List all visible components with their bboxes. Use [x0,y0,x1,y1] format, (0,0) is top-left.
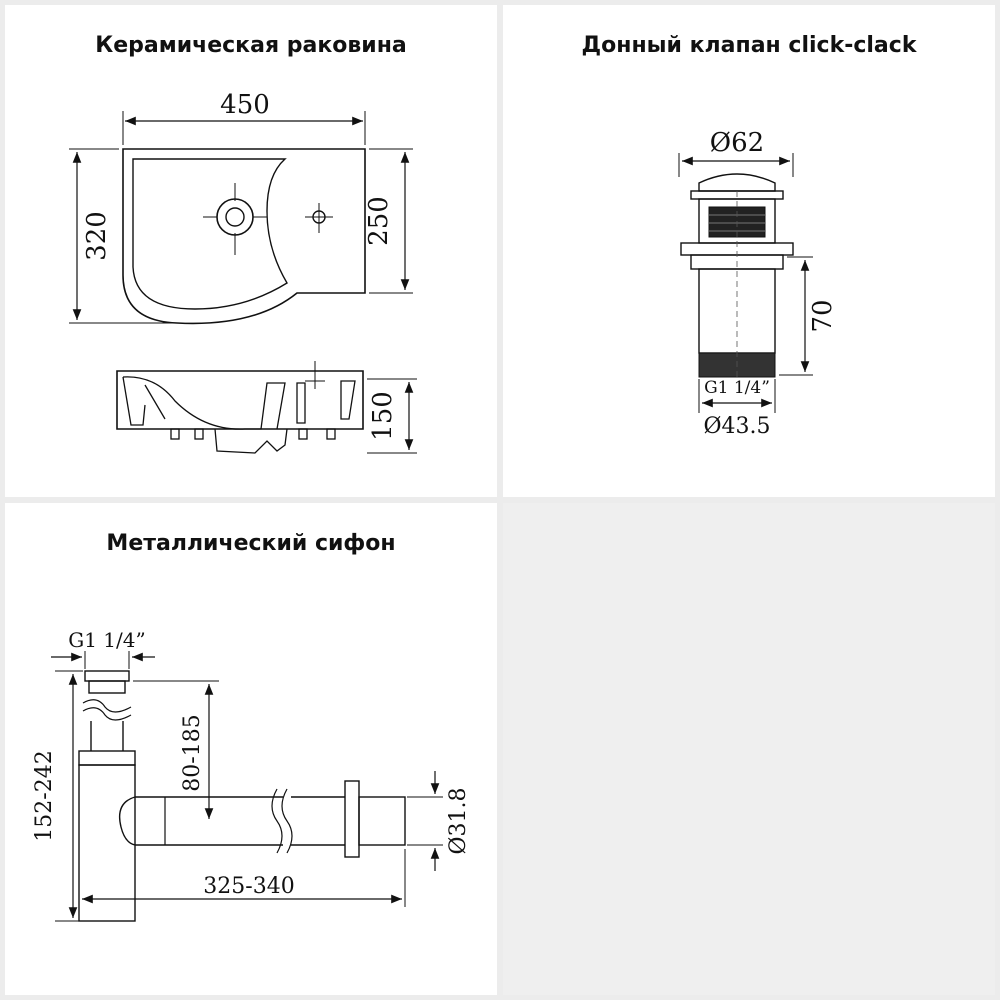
sink-side-view [116,361,364,454]
valve-thread-label: G1 1/4” [704,378,770,398]
sink-panel: Керамическая раковина [5,5,497,497]
sink-top-outline [122,148,366,325]
siphon-length-range-label: 325-340 [203,874,294,899]
sink-depth-label: 320 [82,211,112,261]
siphon-height-range-label: 80-185 [180,714,205,791]
valve-panel: Донный клапан click-clack Ø62 [503,5,995,497]
tap-hole-symbol [305,203,333,233]
sink-width-label: 450 [220,90,270,120]
siphon-body [78,670,406,922]
sink-drawing: 450 320 250 [69,90,417,454]
valve-bottom-diameter-label: Ø43.5 [703,414,770,439]
valve-height-label: 70 [808,299,838,332]
valve-drawing: Ø62 70 G1 1/4” [678,128,838,439]
valve-title: Донный клапан click-clack [581,33,917,58]
sink-height-label: 150 [368,391,398,441]
siphon-total-range-label: 152-242 [32,750,57,841]
valve-top-diameter-label: Ø62 [710,128,764,158]
siphon-title: Металлический сифон [106,531,396,556]
drain-symbol [203,183,267,255]
sink-title: Керамическая раковина [95,33,407,58]
siphon-thread-label: G1 1/4” [68,628,145,652]
siphon-drawing: G1 1/4” [32,628,471,922]
siphon-panel: Металлический сифон G1 1/4” [5,503,497,995]
siphon-pipe-diameter-label: Ø31.8 [446,787,471,854]
valve-body [680,173,794,378]
sink-side-label: 250 [364,196,394,246]
sink-bowl-outline [132,158,288,310]
empty-panel [503,503,995,995]
